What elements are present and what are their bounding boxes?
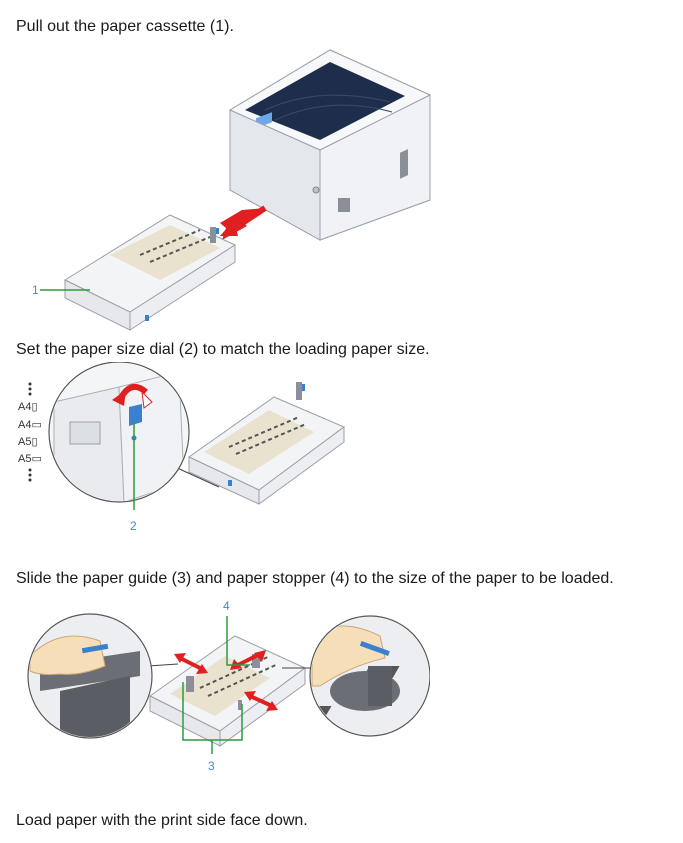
- dial-size-a4-landscape: A4▭: [18, 419, 42, 431]
- printer-illustration: [228, 49, 432, 241]
- dial-size-a4-portrait: A4▯: [18, 401, 38, 413]
- step-1-instruction: Pull out the paper cassette (1).: [16, 18, 234, 35]
- figure-paper-guide-stopper: 4 3: [27, 599, 430, 773]
- paper-cassette-illustration: [63, 214, 237, 331]
- dial-size-list: A4▯ A4▭ A5▯ A5▭: [18, 382, 42, 482]
- figure-pull-out-cassette: 1: [32, 49, 432, 331]
- callout-4: 4: [223, 599, 230, 613]
- paper-stopper-closeup: [282, 615, 430, 737]
- slide-direction-arrows: [174, 650, 278, 711]
- pull-direction-arrow: [220, 205, 267, 240]
- step-2-instruction: Set the paper size dial (2) to match the…: [16, 341, 430, 358]
- dial-size-a5-portrait: A5▯: [18, 436, 38, 448]
- dial-closeup: [48, 362, 220, 503]
- figure-paper-size-dial: A4▯ A4▭ A5▯ A5▭ 2: [18, 362, 345, 533]
- callout-4-leader: [226, 616, 250, 666]
- step-3-instruction: Slide the paper guide (3) and paper stop…: [16, 570, 614, 587]
- dial-size-a5-landscape: A5▭: [18, 453, 42, 465]
- step-4-instruction: Load paper with the print side face down…: [16, 812, 308, 829]
- paper-guide-closeup: [27, 613, 179, 739]
- callout-1: 1: [32, 283, 39, 297]
- callout-2: 2: [130, 519, 137, 533]
- callout-3: 3: [208, 759, 215, 773]
- paper-cassette-illustration: [188, 382, 345, 505]
